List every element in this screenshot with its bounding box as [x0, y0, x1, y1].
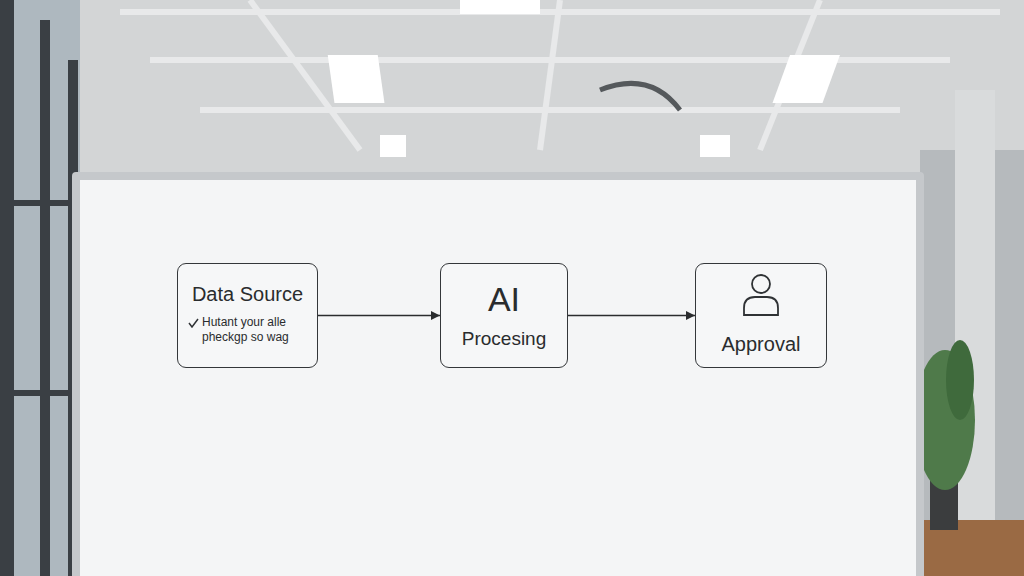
- box-title: Data Source: [192, 282, 303, 307]
- ceiling: [0, 0, 1024, 175]
- windows: [0, 0, 80, 576]
- right-wall: [915, 90, 1024, 576]
- whiteboard-surface: [80, 180, 916, 576]
- process-box: Data SourceHutant your alle pheckgp so w…: [177, 263, 318, 368]
- process-box: Approval: [695, 263, 827, 368]
- ceiling-lights: [328, 0, 840, 157]
- box-note: Hutant your alle pheckgp so wag: [188, 315, 307, 345]
- ceiling-beams: [120, 0, 1000, 150]
- box-title: Approval: [722, 332, 801, 357]
- whiteboard-frame: [72, 172, 924, 576]
- ceiling-duct: [600, 83, 680, 110]
- person-icon: [741, 272, 781, 318]
- process-box: AI Procesing: [440, 263, 568, 368]
- check-mark: [188, 318, 199, 328]
- flow-arrow: [318, 315, 440, 316]
- box-title: AI: [488, 278, 520, 321]
- box-subtitle: Procesing: [462, 327, 547, 351]
- flow-arrow: [568, 315, 695, 316]
